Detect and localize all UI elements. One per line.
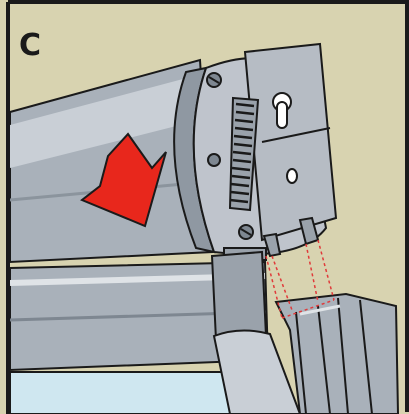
spring-icon bbox=[228, 96, 260, 212]
screw-icon bbox=[206, 72, 254, 240]
rail-end-piece bbox=[212, 329, 302, 414]
window-glass bbox=[9, 371, 242, 414]
frame-border-top bbox=[8, 0, 409, 412]
mounting-hole bbox=[286, 168, 298, 184]
side-guide-rail bbox=[274, 292, 400, 414]
down-arrow-icon bbox=[80, 132, 167, 228]
keyhole-slot-icon bbox=[272, 92, 292, 129]
mounting-bracket bbox=[243, 42, 338, 258]
bracket-post bbox=[210, 250, 268, 342]
roller-tube-highlight bbox=[10, 75, 200, 168]
alignment-guide-lines bbox=[265, 239, 335, 319]
step-label: C bbox=[19, 28, 42, 63]
